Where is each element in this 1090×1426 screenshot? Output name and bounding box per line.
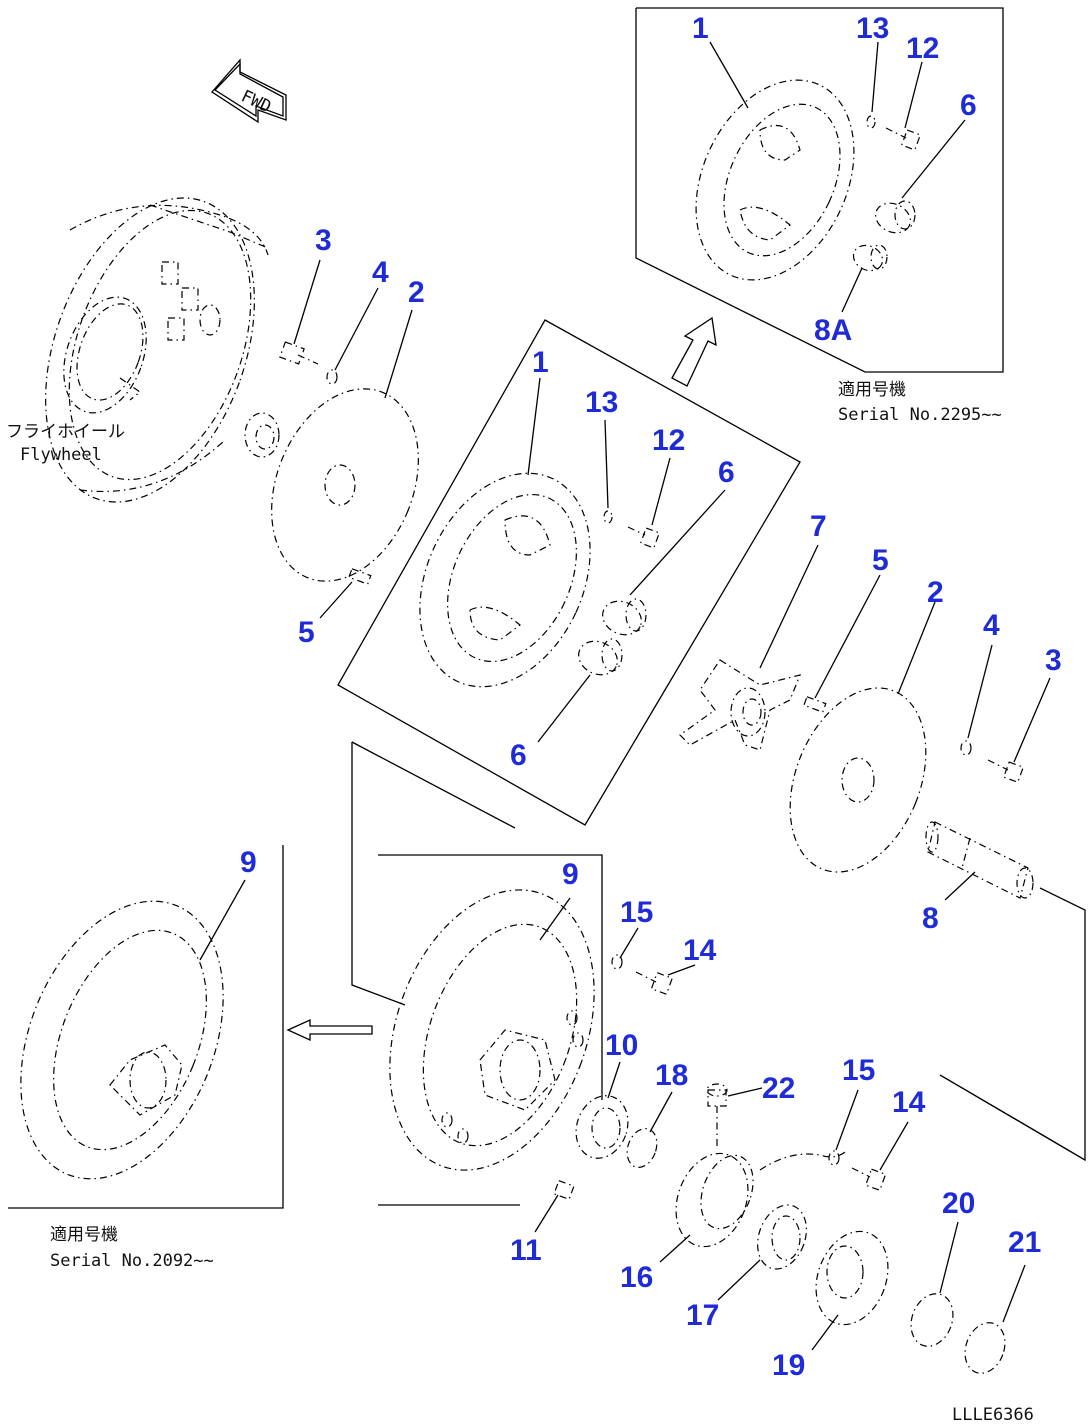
callout-17: 17 (686, 1299, 719, 1332)
serial-note-b: Serial No.2092~~ (50, 1251, 214, 1271)
part-21-snap-ring (964, 1322, 1006, 1374)
flywheel-housing-frame (351, 742, 406, 1006)
variant-arrow-icon (286, 1018, 373, 1042)
flywheel-label-en: Flywheel (20, 445, 102, 465)
part-12-bolt-inset (885, 127, 922, 151)
callout-2: 2 (408, 276, 425, 309)
fwd-arrow-icon (211, 58, 287, 124)
part-17-oil-seal (757, 1204, 807, 1270)
callout-2: 2 (927, 576, 944, 609)
part-10-bearing (575, 1095, 629, 1159)
part-9-housing-variant (20, 900, 224, 1180)
part-2-plate-right (789, 687, 927, 873)
part-22-breather (706, 1083, 728, 1148)
callout-5: 5 (872, 544, 889, 577)
part-19-coupling (815, 1230, 889, 1326)
part-15-washer (611, 954, 623, 970)
callout-12: 12 (906, 32, 939, 65)
part-7-hub (679, 659, 801, 751)
callout-8: 8 (922, 902, 939, 935)
part-9-housing (389, 889, 595, 1171)
callout-13: 13 (856, 12, 889, 45)
leader-lines (199, 41, 1051, 1351)
part-6-bushing-upper (602, 598, 647, 636)
inset-frame-top-right (635, 7, 1004, 373)
drawing-code: LLLE6366 (952, 1405, 1034, 1425)
part-4-washer-right (960, 740, 972, 756)
callout-18: 18 (655, 1059, 688, 1092)
flywheel-label-jp: フライホイール (6, 422, 125, 442)
callout-9: 9 (562, 858, 579, 891)
callout-3: 3 (315, 224, 332, 257)
part-14-bolt-right (851, 1167, 887, 1192)
part-1-coupling-inset (695, 79, 855, 281)
callouts: 1 13 12 6 8A 3 4 2 5 1 13 12 6 6 7 5 2 4… (240, 12, 1062, 1382)
flywheel (45, 197, 269, 503)
callout-6: 6 (510, 739, 527, 772)
part-6-bushing-inset (875, 200, 916, 234)
serial-note-a: Serial No.2295~~ (838, 405, 1002, 425)
part-20-cap (910, 1293, 954, 1347)
callout-15: 15 (842, 1054, 875, 1087)
part-12-bolt (627, 526, 661, 549)
part-3-bolt-right (987, 759, 1025, 784)
callout-19: 19 (772, 1349, 805, 1382)
callout-20: 20 (942, 1187, 975, 1220)
callout-14: 14 (892, 1086, 926, 1119)
callout-6: 6 (718, 456, 735, 489)
callout-6: 6 (960, 89, 977, 122)
callout-5: 5 (298, 616, 315, 649)
callout-22: 22 (762, 1072, 795, 1105)
part-8-splined-shaft (925, 821, 1034, 899)
callout-1: 1 (532, 346, 549, 379)
callout-14: 14 (683, 934, 717, 967)
callout-4: 4 (372, 256, 389, 289)
part-8A-bushing-inset (852, 244, 888, 272)
detail-arrow-icon (671, 316, 717, 387)
callout-15: 15 (620, 896, 653, 929)
part-1-coupling (419, 472, 591, 688)
part-6-bushing-lower (578, 638, 623, 676)
callout-9: 9 (240, 846, 257, 879)
part-13-washer (603, 510, 613, 524)
part-11-plug (553, 1179, 575, 1201)
pilot-bearing (244, 412, 280, 458)
serial-note-b-jp: 適用号機 (50, 1225, 118, 1245)
part-15-washer-right (828, 1150, 840, 1166)
part-5-pin (348, 568, 372, 585)
part-16-bearing-cage (675, 1151, 846, 1248)
callout-12: 12 (652, 424, 685, 457)
part-3-bolt (279, 341, 319, 365)
part-5-pin-right (803, 696, 827, 713)
part-2-plate (271, 388, 419, 582)
callout-16: 16 (620, 1261, 653, 1294)
callout-13: 13 (585, 386, 618, 419)
inset-frame-lower (378, 854, 603, 1100)
callout-7: 7 (810, 510, 827, 543)
inset-frame-bottom-left (8, 845, 284, 1209)
callout-21: 21 (1008, 1226, 1041, 1259)
callout-3: 3 (1045, 644, 1062, 677)
callout-4: 4 (983, 609, 1000, 642)
callout-8A: 8A (814, 314, 852, 347)
callout-1: 1 (692, 12, 709, 45)
callout-11: 11 (510, 1234, 542, 1267)
part-4-washer (326, 369, 338, 385)
part-18-snap-ring (626, 1128, 658, 1168)
serial-note-a-jp: 適用号機 (838, 380, 906, 400)
part-14-bolt (635, 971, 674, 995)
part-13-washer-inset (866, 115, 876, 129)
inset-frame-middle (337, 319, 801, 826)
callout-10: 10 (605, 1029, 638, 1062)
